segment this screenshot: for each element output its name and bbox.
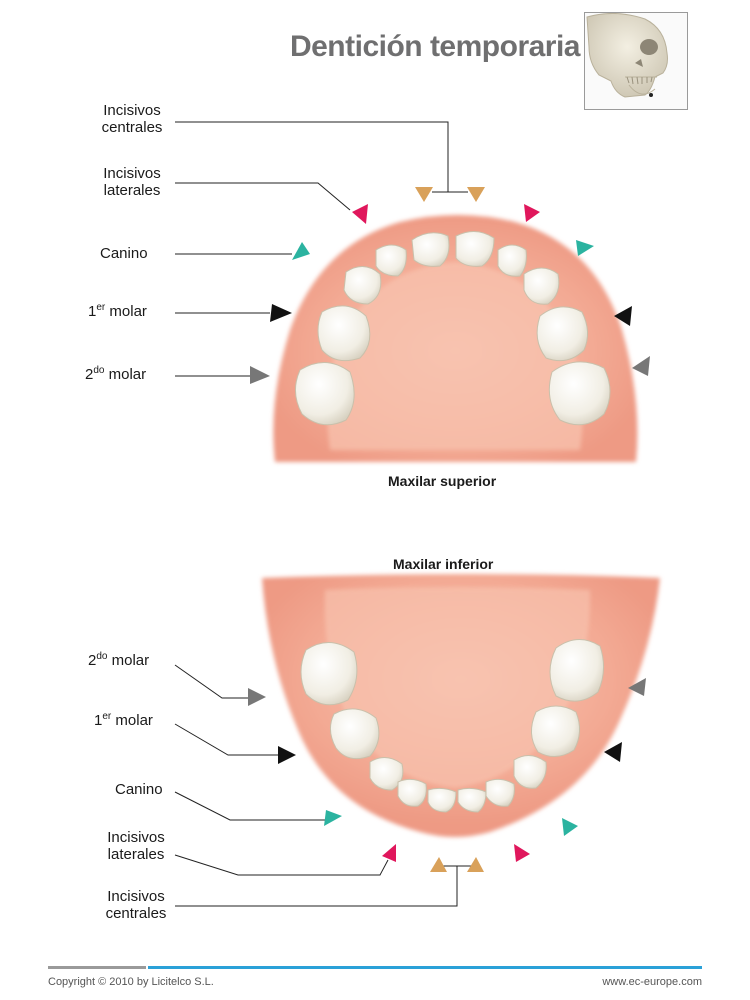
label-text: Canino [100,245,148,262]
skull-icon [586,13,668,98]
label-ordinal-suffix: do [96,651,108,662]
label-text: Canino [115,781,163,798]
marker-lower-canine-right [562,818,578,836]
label-line: Incisivos [103,165,161,182]
upper-lateral-incisor-right [497,244,527,277]
label-ordinal: 1 [94,712,103,729]
label-text: molar [108,366,147,383]
label-upper-first-molar: 1er molar [88,302,178,321]
label-lower-central-incisors: Incisivos centrales [96,888,176,922]
label-line: Incisivos [107,829,165,846]
marker-upper-canine-left [292,242,310,260]
label-lower-first-molar: 1er molar [94,711,184,730]
label-ordinal: 2 [88,652,97,669]
lower-teeth [300,639,604,813]
marker-upper-central-right [467,187,485,202]
upper-canine-right [523,267,560,305]
lower-markers [248,678,646,872]
label-ordinal-suffix: er [102,711,112,722]
label-ordinal: 2 [85,366,94,383]
footer-website-link[interactable]: www.ec-europe.com [602,976,702,988]
label-text: molar [109,303,147,320]
skull-thumbnail [584,12,688,110]
lower-arch [262,574,660,837]
page-title: Dentición temporaria [289,30,581,63]
upper-central-incisor-right [455,231,495,267]
footer-divider-grey [48,966,146,969]
label-text: molar [111,652,150,669]
label-text: molar [115,712,153,729]
upper-arch [273,215,638,462]
upper-lateral-incisor-left [375,244,407,277]
label-upper-lateral-incisors: Incisivos laterales [92,165,172,199]
label-lower-canine: Canino [115,781,195,798]
marker-upper-lateral-left [352,204,368,224]
marker-upper-molar2-right [632,356,650,376]
marker-upper-canine-right [576,240,594,256]
label-line: laterales [103,182,161,199]
footer-divider-blue [148,966,702,969]
marker-lower-central-right [467,857,484,872]
label-line: centrales [105,905,167,922]
marker-lower-lateral-right [514,844,530,862]
lower-central-incisor-right [457,787,487,813]
upper-central-incisor-left [411,232,450,267]
footer-copyright: Copyright © 2010 by Licitelco S.L. [48,976,214,988]
upper-first-molar-left [317,305,371,362]
marker-lower-molar2-left [248,688,266,706]
label-line: Incisivos [103,102,161,119]
upper-second-molar-right [548,361,611,426]
lower-first-molar-left [330,708,380,760]
label-upper-central-incisors: Incisivos centrales [92,102,172,136]
marker-upper-lateral-right [524,204,540,222]
label-ordinal-suffix: do [93,365,105,376]
lower-lateral-incisor-left [397,778,427,807]
marker-upper-molar2-left [250,366,270,384]
upper-teeth [295,231,611,426]
marker-lower-molar2-right [628,678,646,696]
label-line: laterales [107,846,165,863]
caption-lower-jaw: Maxilar inferior [393,556,494,572]
label-upper-second-molar: 2do molar [85,365,175,384]
marker-upper-central-left [415,187,433,202]
label-lower-second-molar: 2do molar [88,651,178,670]
label-ordinal-suffix: er [96,302,106,313]
upper-canine-left [343,266,382,305]
caption-upper-jaw: Maxilar superior [388,473,497,489]
upper-markers [250,187,650,384]
marker-lower-molar1-right [604,742,622,762]
marker-lower-canine-left [324,810,342,826]
label-ordinal: 1 [88,303,97,320]
marker-upper-molar1-right [614,306,632,326]
lower-second-molar-left [300,642,358,706]
marker-lower-molar1-left [278,746,296,764]
marker-upper-molar1-left [270,304,292,322]
label-line: centrales [101,119,163,136]
lower-lateral-incisor-right [485,778,515,807]
lower-second-molar-right [549,639,604,702]
lower-canine-right [513,755,547,789]
lower-first-molar-right [531,705,580,757]
label-lower-lateral-incisors: Incisivos laterales [96,829,176,863]
lower-central-incisor-left [427,787,457,813]
label-upper-canine: Canino [100,245,180,262]
marker-lower-lateral-left [382,844,396,862]
marker-lower-central-left [430,857,447,872]
upper-first-molar-right [536,306,588,362]
upper-second-molar-left [295,362,355,426]
label-line: Incisivos [107,888,165,905]
lower-leader-lines [174,664,476,907]
upper-leader-lines [175,121,468,377]
